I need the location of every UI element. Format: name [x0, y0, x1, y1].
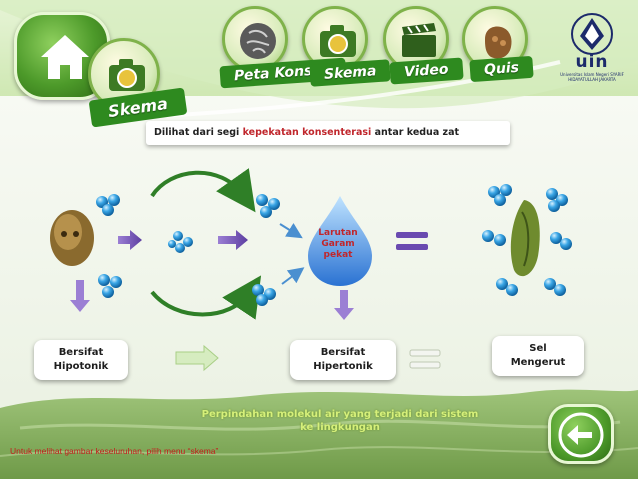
equals-sign-bottom: [409, 349, 441, 369]
grass-band: [0, 389, 638, 479]
water-molecules-group-4: [256, 194, 280, 218]
box-mengerut-line-1: Sel: [529, 343, 547, 354]
salt-solution-drop: [308, 196, 372, 286]
water-molecules-group-2: [98, 274, 122, 298]
box-mengerut-line-2: Mengerut: [510, 357, 566, 368]
equals-sign-top: [396, 232, 428, 250]
box-hipertonik: Bersifat Hipertonik: [290, 340, 396, 380]
logo-caption: Universitas Islam Negeri SYARIF HIDAYATU…: [560, 72, 624, 82]
description-text: Perpindahan molekul air yang terjadi dar…: [201, 409, 479, 433]
drop-label-line-2: Garam: [321, 239, 355, 249]
drop-label-line-3: pekat: [323, 250, 353, 260]
clapperboard-icon: [402, 23, 436, 57]
cell-seed-shrunk: [510, 200, 540, 277]
salt-solution-label: Larutan Garam pekat: [308, 228, 368, 261]
purple-arrow-down-left: [70, 280, 90, 312]
cell-seed-normal: [50, 210, 94, 266]
water-molecules-group-1: [96, 194, 120, 216]
water-molecules-right-cluster: [482, 184, 572, 296]
subtitle-prefix: Dilihat dari segi: [154, 127, 243, 138]
subtitle-highlight: kepekatan konsenterasi: [242, 127, 372, 138]
back-arrow-icon: [558, 412, 604, 458]
brain-icon: [240, 23, 276, 59]
box-hipotonik-line-1: Bersifat: [58, 347, 104, 358]
logo-text: uin: [575, 52, 609, 72]
light-arrow-right: [175, 344, 219, 372]
back-button[interactable]: [548, 404, 614, 464]
blue-arrow-2: [281, 267, 305, 285]
water-molecules-group-3: [168, 231, 193, 253]
box-hipertonik-line-2: Hipertonik: [313, 361, 373, 372]
hand-icon: [485, 26, 512, 59]
curved-arrow-bottom: [150, 275, 262, 320]
box-hipotonik-line-2: Hipotonik: [53, 361, 109, 372]
camera-icon: [320, 25, 356, 57]
purple-arrow-down-mid: [334, 290, 354, 320]
drop-label-line-1: Larutan: [318, 228, 358, 238]
purple-arrow-1: [118, 230, 142, 250]
subtitle-suffix: antar kedua zat: [371, 127, 460, 138]
box-mengerut: Sel Mengerut: [492, 336, 584, 376]
box-hipotonik: Bersifat Hipotonik: [34, 340, 128, 380]
blue-arrow-1: [279, 222, 303, 239]
footer-note: Untuk melihat gambar keseluruhan, pilih …: [10, 446, 219, 456]
logo-emblem: [571, 13, 613, 55]
purple-arrow-2: [218, 230, 248, 250]
curved-arrow-top: [150, 168, 256, 213]
subtitle-box: Dilihat dari segi kepekatan konsenterasi…: [146, 121, 510, 145]
camera-icon: [109, 59, 145, 91]
university-logo: uin Universitas Islam Negeri SYARIF HIDA…: [552, 12, 632, 84]
box-hipertonik-line-1: Bersifat: [320, 347, 366, 358]
home-icon: [41, 35, 89, 79]
water-molecules-group-5: [252, 284, 276, 306]
